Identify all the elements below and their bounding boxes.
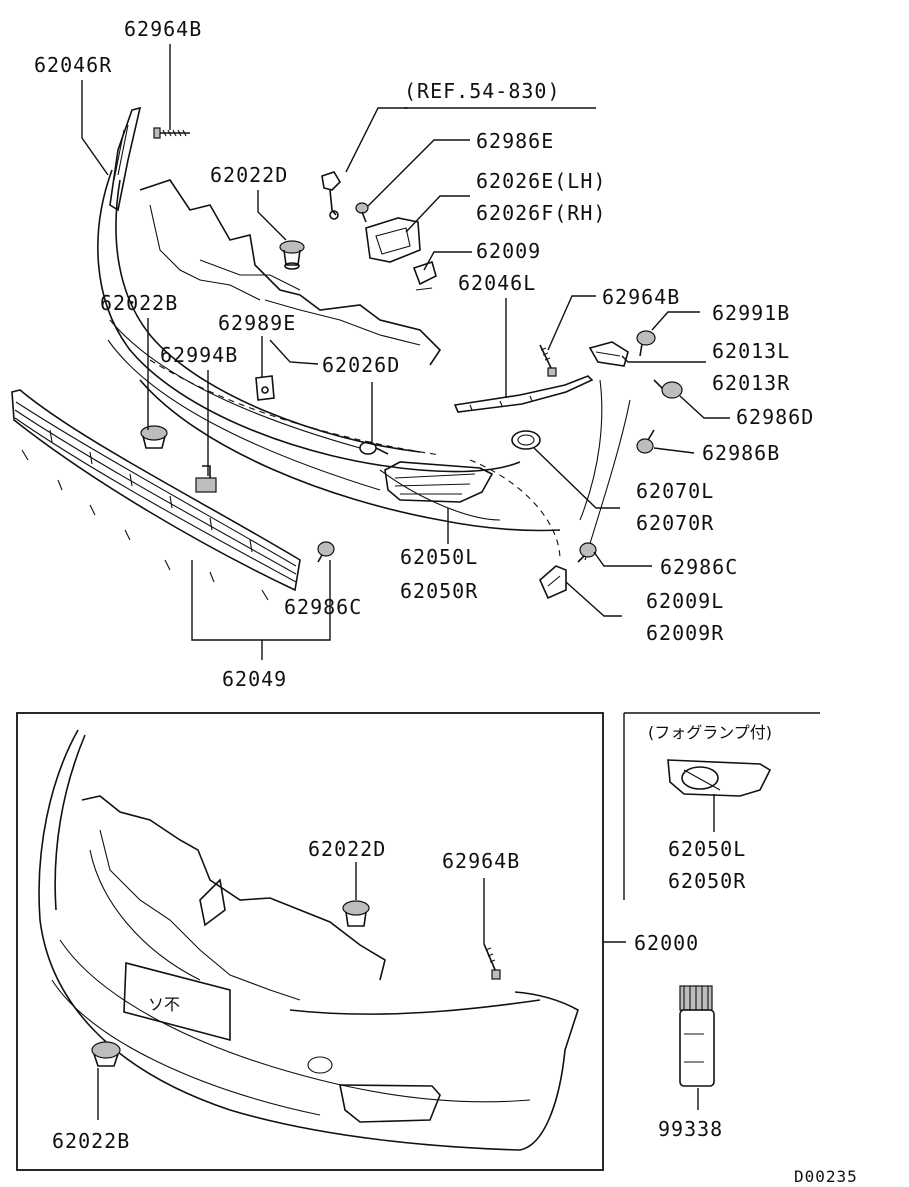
label-62022D-bottom: 62022D (308, 837, 386, 861)
diagram-code: D00235 (794, 1167, 858, 1186)
clip-62994B (195, 465, 217, 493)
clip-62989E (255, 375, 275, 401)
label-62000: 62000 (634, 931, 699, 955)
clip-62022B-top (140, 425, 168, 449)
label-62991B: 62991B (712, 301, 790, 325)
label-62050R-fog: 62050R (668, 869, 746, 893)
label-62986E: 62986E (476, 129, 554, 153)
clip-62022B-bottom (91, 1041, 121, 1067)
label-ref: (REF.54-830) (404, 79, 561, 103)
clip-62022D-top (279, 240, 305, 270)
label-62022D-top: 62022D (210, 163, 288, 187)
bolt-62986C-right (577, 542, 597, 563)
screw-62991B (636, 330, 656, 357)
screw-62964B-top (153, 127, 190, 139)
label-62050L-top: 62050L (400, 545, 478, 569)
grille-62049 (11, 389, 301, 601)
bolt-62986C-left (317, 541, 335, 563)
label-62070L: 62070L (636, 479, 714, 503)
label-62994B: 62994B (160, 343, 238, 367)
label-62986B: 62986B (702, 441, 780, 465)
screw-62964B-mid (539, 344, 557, 377)
label-99338: 99338 (658, 1117, 723, 1141)
bolt-62986E (355, 202, 369, 223)
clip-62026D (359, 441, 389, 455)
label-62009R: 62009R (646, 621, 724, 645)
label-62046L: 62046L (458, 271, 536, 295)
sealant-tube-99338 (679, 985, 715, 1087)
bracket-62026E-F (365, 217, 421, 263)
bolt-62986D (653, 379, 683, 399)
sensor-ref-54-830 (321, 171, 342, 220)
clip-62009 (412, 260, 437, 291)
label-62026E: 62026E(LH) (476, 169, 606, 193)
label-62009L: 62009L (646, 589, 724, 613)
label-62022B-top: 62022B (100, 291, 178, 315)
screw-62964B-bottom (483, 943, 501, 980)
label-62070R: 62070R (636, 511, 714, 535)
label-62986C-right: 62986C (660, 555, 738, 579)
fog-cover-62050-upper (384, 461, 494, 503)
side-bracket-62046L (453, 375, 594, 413)
leader-lines-lower (97, 712, 820, 1120)
label-62026F: 62026F(RH) (476, 201, 606, 225)
bracket-62009L-R (539, 565, 567, 600)
bumper-cover-upper (97, 169, 631, 561)
fog-note: (フォグランプ付) (648, 723, 772, 742)
leader-lines-upper (81, 44, 730, 660)
label-62013R: 62013R (712, 371, 790, 395)
label-62964B-mid: 62964B (602, 285, 680, 309)
label-62050L-fog: 62050L (668, 837, 746, 861)
label-62050R-top: 62050R (400, 579, 478, 603)
label-62964B-bottom: 62964B (442, 849, 520, 873)
cap-62070L-R (511, 430, 541, 450)
label-62986D: 62986D (736, 405, 814, 429)
label-62989E: 62989E (218, 311, 296, 335)
bolt-62986B (636, 429, 655, 454)
label-62964B-top: 62964B (124, 17, 202, 41)
bracket-62013L-R (588, 341, 629, 367)
label-62049: 62049 (222, 667, 287, 691)
label-62013L: 62013L (712, 339, 790, 363)
label-62986C-left: 62986C (284, 595, 362, 619)
label-62046R: 62046R (34, 53, 112, 77)
side-bracket-62046R (109, 106, 142, 212)
label-62026D: 62026D (322, 353, 400, 377)
clip-62022D-bottom (342, 900, 370, 927)
fog-cover-variant (667, 759, 772, 797)
bumper-assembly-62000: ソ不 (38, 729, 579, 1151)
plate-text: ソ不 (148, 995, 180, 1014)
label-62009: 62009 (476, 239, 541, 263)
label-62022B-bottom: 62022B (52, 1129, 130, 1153)
